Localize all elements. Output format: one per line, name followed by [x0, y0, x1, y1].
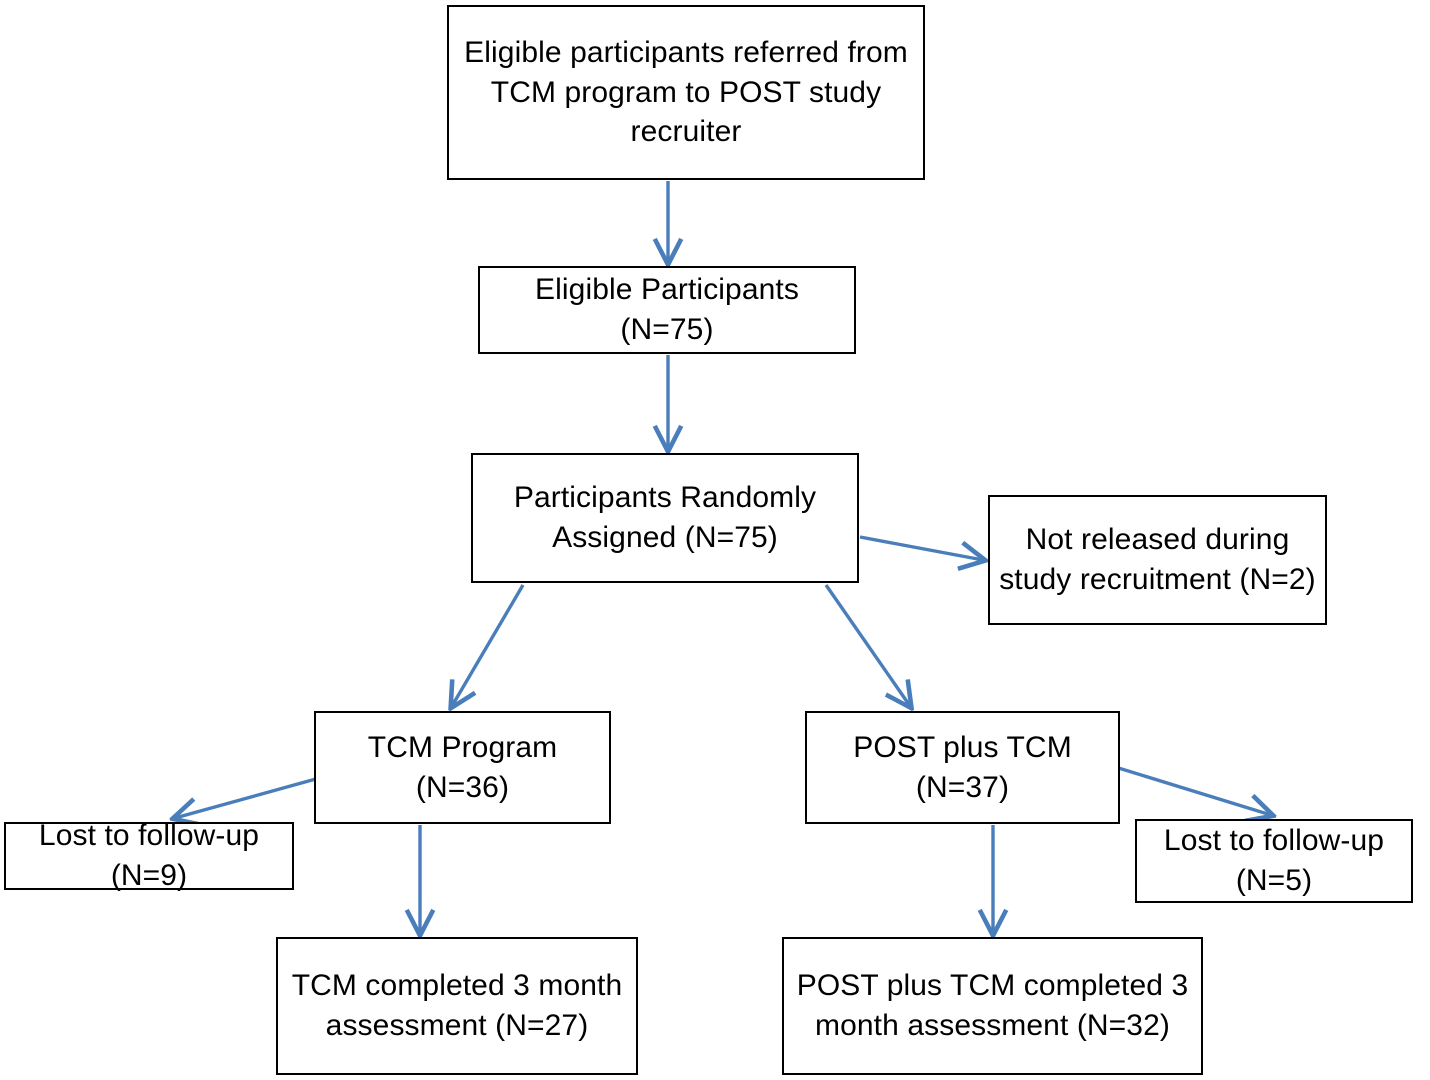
node-tcm-program: TCM Program (N=36): [314, 711, 611, 824]
node-eligible-participants: Eligible Participants (N=75): [478, 266, 856, 354]
node-referred-label: Eligible participants referred from TCM …: [464, 35, 908, 149]
arrow-randomized-to-not-released: [859, 535, 983, 560]
node-participants-randomized: Participants Randomly Assigned (N=75): [471, 453, 859, 583]
node-lost-to-follow-up-post: Lost to follow-up (N=5): [1135, 819, 1413, 903]
node-referred: Eligible participants referred from TCM …: [447, 5, 925, 180]
node-not-released: Not released during study recruitment (N…: [988, 495, 1327, 625]
node-post-plus-tcm-label: POST plus TCM (N=37): [853, 730, 1072, 804]
node-tcm-program-label: TCM Program (N=36): [367, 730, 558, 804]
arrow-post-plus-tcm-to-lost-right: [1111, 764, 1271, 815]
node-tcm-completed-assessment-label: TCM completed 3 month assessment (N=27): [291, 969, 623, 1042]
node-lost-to-follow-up-tcm-label: Lost to follow-up (N=9): [38, 819, 260, 892]
node-participants-randomized-label: Participants Randomly Assigned (N=75): [513, 481, 817, 554]
node-post-completed-assessment: POST plus TCM completed 3 month assessme…: [782, 937, 1203, 1075]
node-post-plus-tcm: POST plus TCM (N=37): [805, 711, 1120, 824]
node-lost-to-follow-up-tcm: Lost to follow-up (N=9): [4, 819, 294, 892]
node-not-released-label: Not released during study recruitment (N…: [999, 523, 1316, 596]
arrow-randomized-to-tcm-program: [452, 584, 525, 706]
node-eligible-participants-label: Eligible Participants (N=75): [535, 273, 799, 346]
node-post-completed-assessment-label: POST plus TCM completed 3 month assessme…: [796, 969, 1189, 1042]
node-lost-to-follow-up-post-label: Lost to follow-up (N=5): [1163, 824, 1385, 897]
node-tcm-completed-assessment: TCM completed 3 month assessment (N=27): [276, 937, 638, 1075]
arrow-randomized-to-post-plus-tcm: [824, 584, 910, 706]
